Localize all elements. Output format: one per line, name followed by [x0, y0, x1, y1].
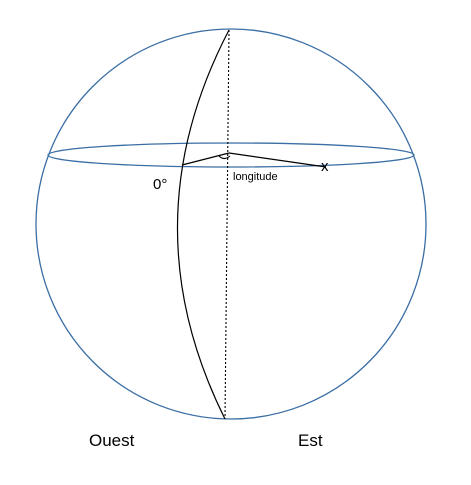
sphere-outline [35, 28, 427, 420]
east-label: Est [298, 431, 323, 450]
west-label: Ouest [89, 431, 135, 450]
prime-meridian-arc [176, 29, 230, 420]
polar-axis-dotted [224, 29, 230, 420]
longitude-angle-arc [218, 155, 231, 160]
longitude-label: longitude [233, 171, 278, 183]
equator-ellipse [47, 142, 415, 168]
zero-degree-label: 0° [153, 176, 167, 193]
point-x-label: x [321, 158, 329, 175]
radius-to-point-x [228, 152, 327, 168]
radius-to-prime-meridian [181, 152, 230, 166]
